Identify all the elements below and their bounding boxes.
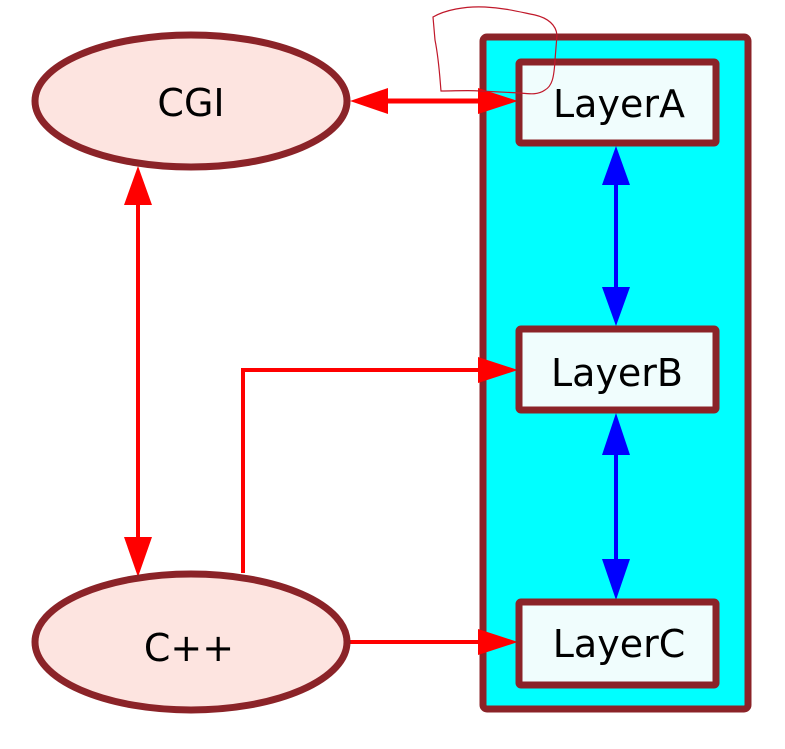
arrowhead-left-icon: [350, 88, 388, 114]
node-cpp[interactable]: C++: [31, 570, 351, 714]
edge-layer-a-layer-b: [602, 146, 630, 326]
edge-cpp-layer-c: [350, 629, 518, 655]
node-cpp-label: C++: [144, 626, 234, 670]
edge-cgi-layer-a: [350, 88, 518, 114]
arrowhead-down-icon: [602, 559, 630, 600]
node-layer-b[interactable]: LayerB: [515, 325, 720, 414]
node-layer-c-shape[interactable]: [515, 598, 720, 689]
node-layer-c[interactable]: LayerC: [515, 598, 720, 689]
node-cgi[interactable]: CGI: [31, 31, 351, 171]
freehand-annotation: [432, 6, 558, 95]
node-layer-a[interactable]: LayerA: [515, 58, 720, 147]
edge-layer-b-layer-c: [602, 413, 630, 600]
arrowhead-right-icon: [478, 629, 518, 655]
node-cgi-label: CGI: [157, 81, 224, 125]
edge-line: [241, 368, 485, 573]
node-cpp-shape[interactable]: [31, 570, 351, 714]
node-layer-c-label: LayerC: [553, 622, 685, 666]
edge-cgi-cpp: [124, 166, 152, 577]
node-cgi-shape[interactable]: [31, 31, 351, 171]
node-layer-a-label: LayerA: [553, 82, 685, 126]
node-layer-b-shape[interactable]: [515, 325, 720, 414]
arrowhead-up-icon: [124, 166, 152, 205]
edge-cpp-layer-b: [241, 357, 518, 573]
node-layer-b-label: LayerB: [551, 351, 683, 395]
arrowhead-right-icon: [478, 88, 518, 114]
arrowhead-up-icon: [602, 146, 630, 185]
arrowhead-down-icon: [124, 537, 152, 577]
arrowhead-up-icon: [602, 413, 630, 455]
arrowhead-right-icon: [478, 357, 518, 383]
arrowhead-down-icon: [602, 287, 630, 326]
node-layer-a-shape[interactable]: [515, 58, 720, 147]
